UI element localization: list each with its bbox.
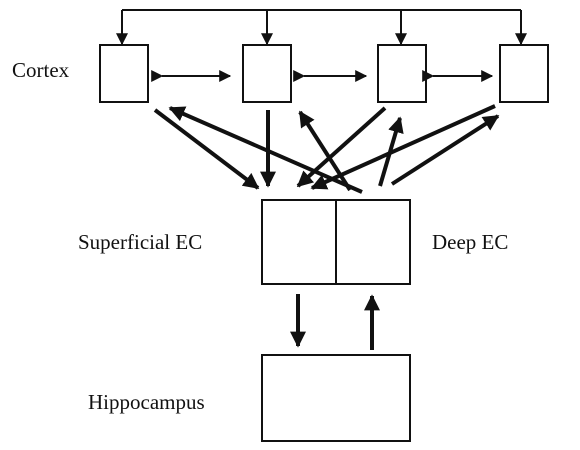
top-distribution-bus <box>116 9 527 46</box>
arrow-cortex3-to-superficial <box>296 106 387 188</box>
arrow-deep-to-cortex1 <box>168 106 363 194</box>
hippocampus-label: Hippocampus <box>88 390 205 414</box>
superficial-ec-box <box>261 199 337 285</box>
cortex-box-4 <box>499 44 549 103</box>
cortex-boxes <box>99 44 549 103</box>
arrow-cortex1-to-superficial <box>153 108 260 190</box>
cortex-box-2 <box>242 44 292 103</box>
ec-hippocampus-arrows <box>290 294 380 350</box>
hippocampus-box <box>261 354 411 442</box>
cortex-to-superficial-ec-arrows <box>153 104 496 190</box>
arrow-deep-to-cortex4 <box>390 114 500 186</box>
deep-ec-box <box>335 199 411 285</box>
deep-ec-to-cortex-arrows <box>168 106 500 194</box>
entorhinal-cortex-box <box>261 199 411 285</box>
arrow-cortex4-to-superficial <box>310 104 496 190</box>
deep-ec-label: Deep EC <box>432 230 509 254</box>
arrow-deep-to-cortex3-right <box>378 116 404 187</box>
arrow-deep-to-cortex3-left <box>298 110 352 192</box>
cortex-label: Cortex <box>12 58 70 82</box>
superficial-ec-label: Superficial EC <box>78 230 203 254</box>
cortex-box-3 <box>377 44 427 103</box>
cortex-box-1 <box>99 44 149 103</box>
